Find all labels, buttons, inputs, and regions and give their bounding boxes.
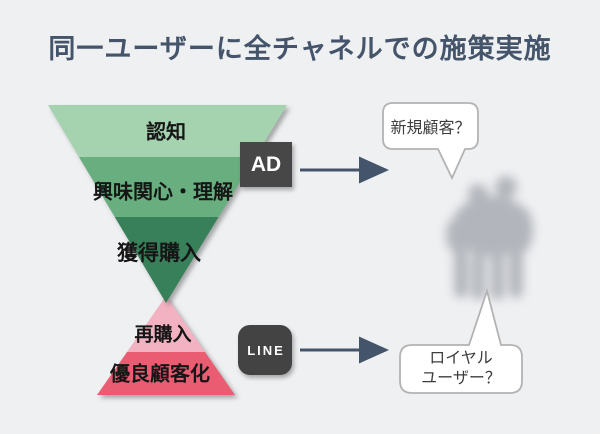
ad-channel-badge: AD — [240, 142, 292, 187]
stage-label-loyal: 優良顧客化 — [110, 363, 210, 386]
funnel-stage-shape-purchase — [114, 217, 219, 303]
page-title: 同一ユーザーに全チャネルでの施策実施 — [48, 34, 552, 64]
stage-label-repurchase: 再購入 — [134, 324, 192, 346]
line-channel-badge: LINE — [238, 325, 292, 375]
speech-bubble-new-customers — [382, 102, 479, 181]
callout-new-customers: 新規顧客？ — [383, 103, 478, 149]
callout-loyal-users: ロイヤル ユーザー？ — [400, 345, 522, 393]
funnel-stage-shape-loyal — [97, 352, 235, 395]
callout-loyal-users-line2: ユーザー？ — [421, 370, 501, 387]
stage-label-purchase: 獲得購入 — [117, 242, 201, 265]
acquisition-funnel-triangle — [48, 105, 287, 303]
loyalty-triangle — [97, 296, 235, 395]
people-silhouette-image — [446, 176, 533, 300]
funnel-stage-shape-awareness — [48, 105, 287, 157]
funnel-stage-shape-repurchase — [127, 296, 205, 352]
callout-loyal-users-line1: ロイヤル — [429, 350, 493, 367]
speech-bubble-loyal-users — [399, 287, 523, 394]
stage-label-awareness: 認知 — [146, 121, 186, 144]
callout-new-customers-text: 新規顧客？ — [390, 120, 471, 137]
stage-label-interest: 興味関心・理解 — [93, 181, 233, 204]
funnel-stage-shape-interest — [79, 157, 256, 217]
